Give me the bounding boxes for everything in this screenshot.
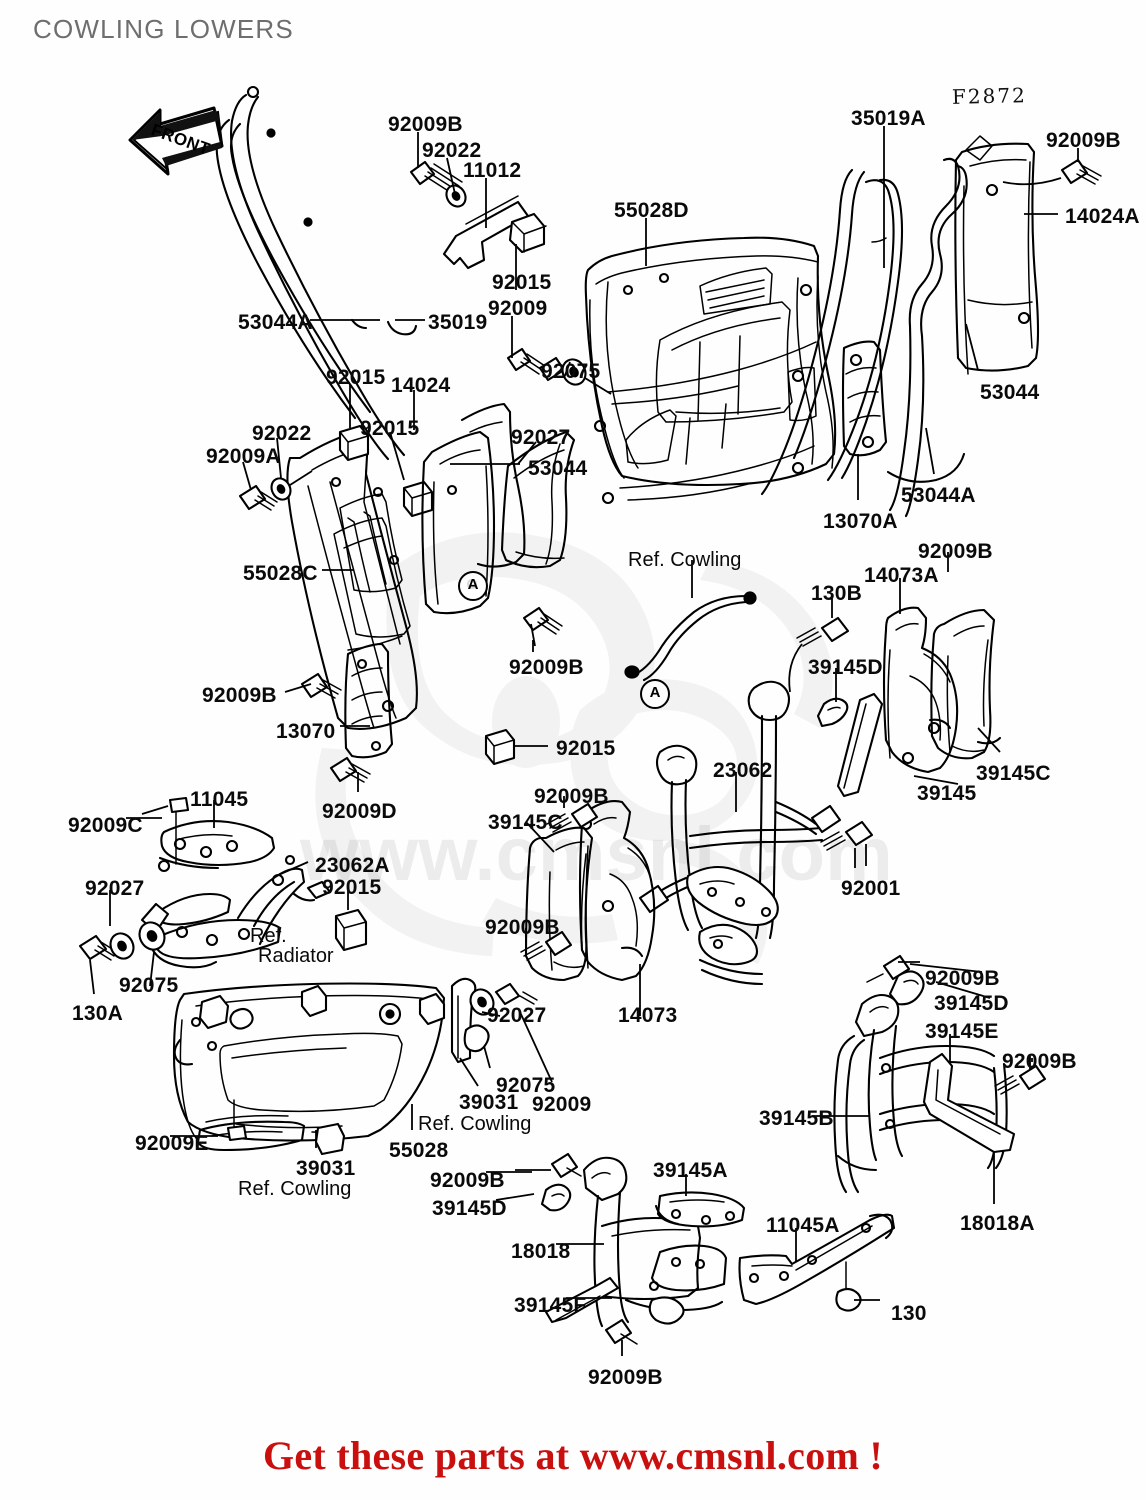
part-number-label-35019: 35019	[428, 311, 488, 334]
part-number-label-55028: 55028	[389, 1139, 449, 1162]
promo-banner: Get these parts at www.cmsnl.com !	[262, 1433, 884, 1478]
part-number-label-92009b: 92009B	[1046, 129, 1121, 152]
part-number-label-11045: 11045	[190, 788, 249, 811]
part-number-label-130a: 130A	[72, 1002, 124, 1025]
watermark-logo	[315, 532, 833, 964]
part-number-label-53044a: 53044A	[901, 484, 976, 507]
part-number-label-39145d: 39145D	[432, 1197, 507, 1220]
part-number-label-92009b: 92009B	[1002, 1050, 1077, 1073]
part-number-label-13070a: 13070A	[823, 510, 898, 533]
part-number-label-39145e: 39145E	[925, 1020, 999, 1043]
part-number-label-39145c: 39145C	[488, 811, 563, 834]
part-number-label-39145b: 39145B	[759, 1107, 834, 1130]
part-number-label-39145a: 39145A	[653, 1159, 728, 1182]
section-marker-a: A	[640, 679, 670, 709]
part-number-label-55028d: 55028D	[614, 199, 689, 222]
reference-label-ref-cowling: Ref. Cowling	[418, 1113, 532, 1135]
part-number-label-92001: 92001	[841, 877, 901, 900]
part-number-label-14024a: 14024A	[1065, 205, 1140, 228]
part-number-label-14024: 14024	[391, 374, 451, 397]
part-number-label-92009b: 92009B	[485, 916, 560, 939]
part-number-label-92009a: 92009A	[206, 445, 281, 468]
part-number-label-39145: 39145	[917, 782, 977, 805]
part-number-label-53044: 53044	[980, 381, 1040, 404]
section-marker-a: A	[458, 571, 488, 601]
part-number-label-39145d: 39145D	[808, 656, 883, 679]
reference-label-ref-cowling: Ref. Cowling	[628, 549, 742, 571]
part-number-label-23062a: 23062A	[315, 854, 390, 877]
part-number-label-18018a: 18018A	[960, 1212, 1035, 1235]
reference-label-ref: Ref.	[250, 925, 287, 947]
part-number-label-23062: 23062	[713, 759, 773, 782]
part-number-label-39145c: 39145C	[976, 762, 1051, 785]
front-direction-arrow: FRONT	[126, 100, 226, 180]
part-number-label-92009c: 92009C	[68, 814, 143, 837]
part-number-label-92009b: 92009B	[534, 785, 609, 808]
part-number-label-92015: 92015	[556, 737, 616, 760]
part-number-label-92009b: 92009B	[509, 656, 584, 679]
part-number-label-92009b: 92009B	[388, 113, 463, 136]
part-number-label-92009d: 92009D	[322, 800, 397, 823]
part-number-label-92009b: 92009B	[202, 684, 277, 707]
part-number-label-92009b: 92009B	[430, 1169, 505, 1192]
part-number-label-92075: 92075	[119, 974, 179, 997]
part-number-label-130b: 130B	[811, 582, 863, 605]
part-number-label-92015: 92015	[322, 876, 382, 899]
part-number-label-11012: 11012	[463, 159, 522, 182]
part-number-label-39031: 39031	[459, 1091, 519, 1114]
part-number-label-92027: 92027	[487, 1004, 547, 1027]
part-number-label-39031: 39031	[296, 1157, 356, 1180]
part-number-label-92022: 92022	[252, 422, 312, 445]
part-number-label-92009b: 92009B	[588, 1366, 663, 1389]
watermark-url-text: www.cmsnl.com	[300, 812, 893, 897]
part-number-label-14073: 14073	[618, 1004, 678, 1027]
part-number-label-92075: 92075	[541, 360, 601, 383]
part-number-label-53044: 53044	[528, 457, 588, 480]
part-number-label-55028c: 55028C	[243, 562, 318, 585]
part-number-label-92009: 92009	[488, 297, 548, 320]
reference-label-ref-cowling: Ref. Cowling	[238, 1178, 352, 1200]
page-title: COWLING LOWERS	[33, 14, 294, 44]
part-number-label-92015: 92015	[326, 366, 386, 389]
part-number-label-92009b: 92009B	[918, 540, 993, 563]
part-number-label-35019a: 35019A	[851, 107, 926, 130]
part-number-label-92027: 92027	[85, 877, 145, 900]
part-number-label-13070: 13070	[276, 720, 336, 743]
part-number-label-39145f: 39145F	[514, 1294, 587, 1317]
part-number-label-92015: 92015	[360, 417, 420, 440]
part-number-label-11045a: 11045A	[766, 1214, 840, 1237]
reference-label-radiator: Radiator	[258, 945, 334, 967]
figure-code: F2872	[951, 83, 1028, 109]
part-number-label-92022: 92022	[422, 139, 482, 162]
part-number-label-39145d: 39145D	[934, 992, 1009, 1015]
part-number-label-92009b: 92009B	[925, 967, 1000, 990]
part-number-label-53044a: 53044A	[238, 311, 313, 334]
part-number-label-92015: 92015	[492, 271, 552, 294]
part-number-label-92027: 92027	[511, 426, 571, 449]
watermark-url-band: www.cmsnl.com	[300, 810, 1020, 900]
part-number-label-92075: 92075	[496, 1074, 556, 1097]
part-number-label-14073a: 14073A	[864, 564, 939, 587]
part-number-label-92009: 92009	[532, 1093, 592, 1116]
part-number-label-18018: 18018	[511, 1240, 571, 1263]
part-number-label-130: 130	[891, 1302, 927, 1325]
part-number-label-92009e: 92009E	[135, 1132, 209, 1155]
